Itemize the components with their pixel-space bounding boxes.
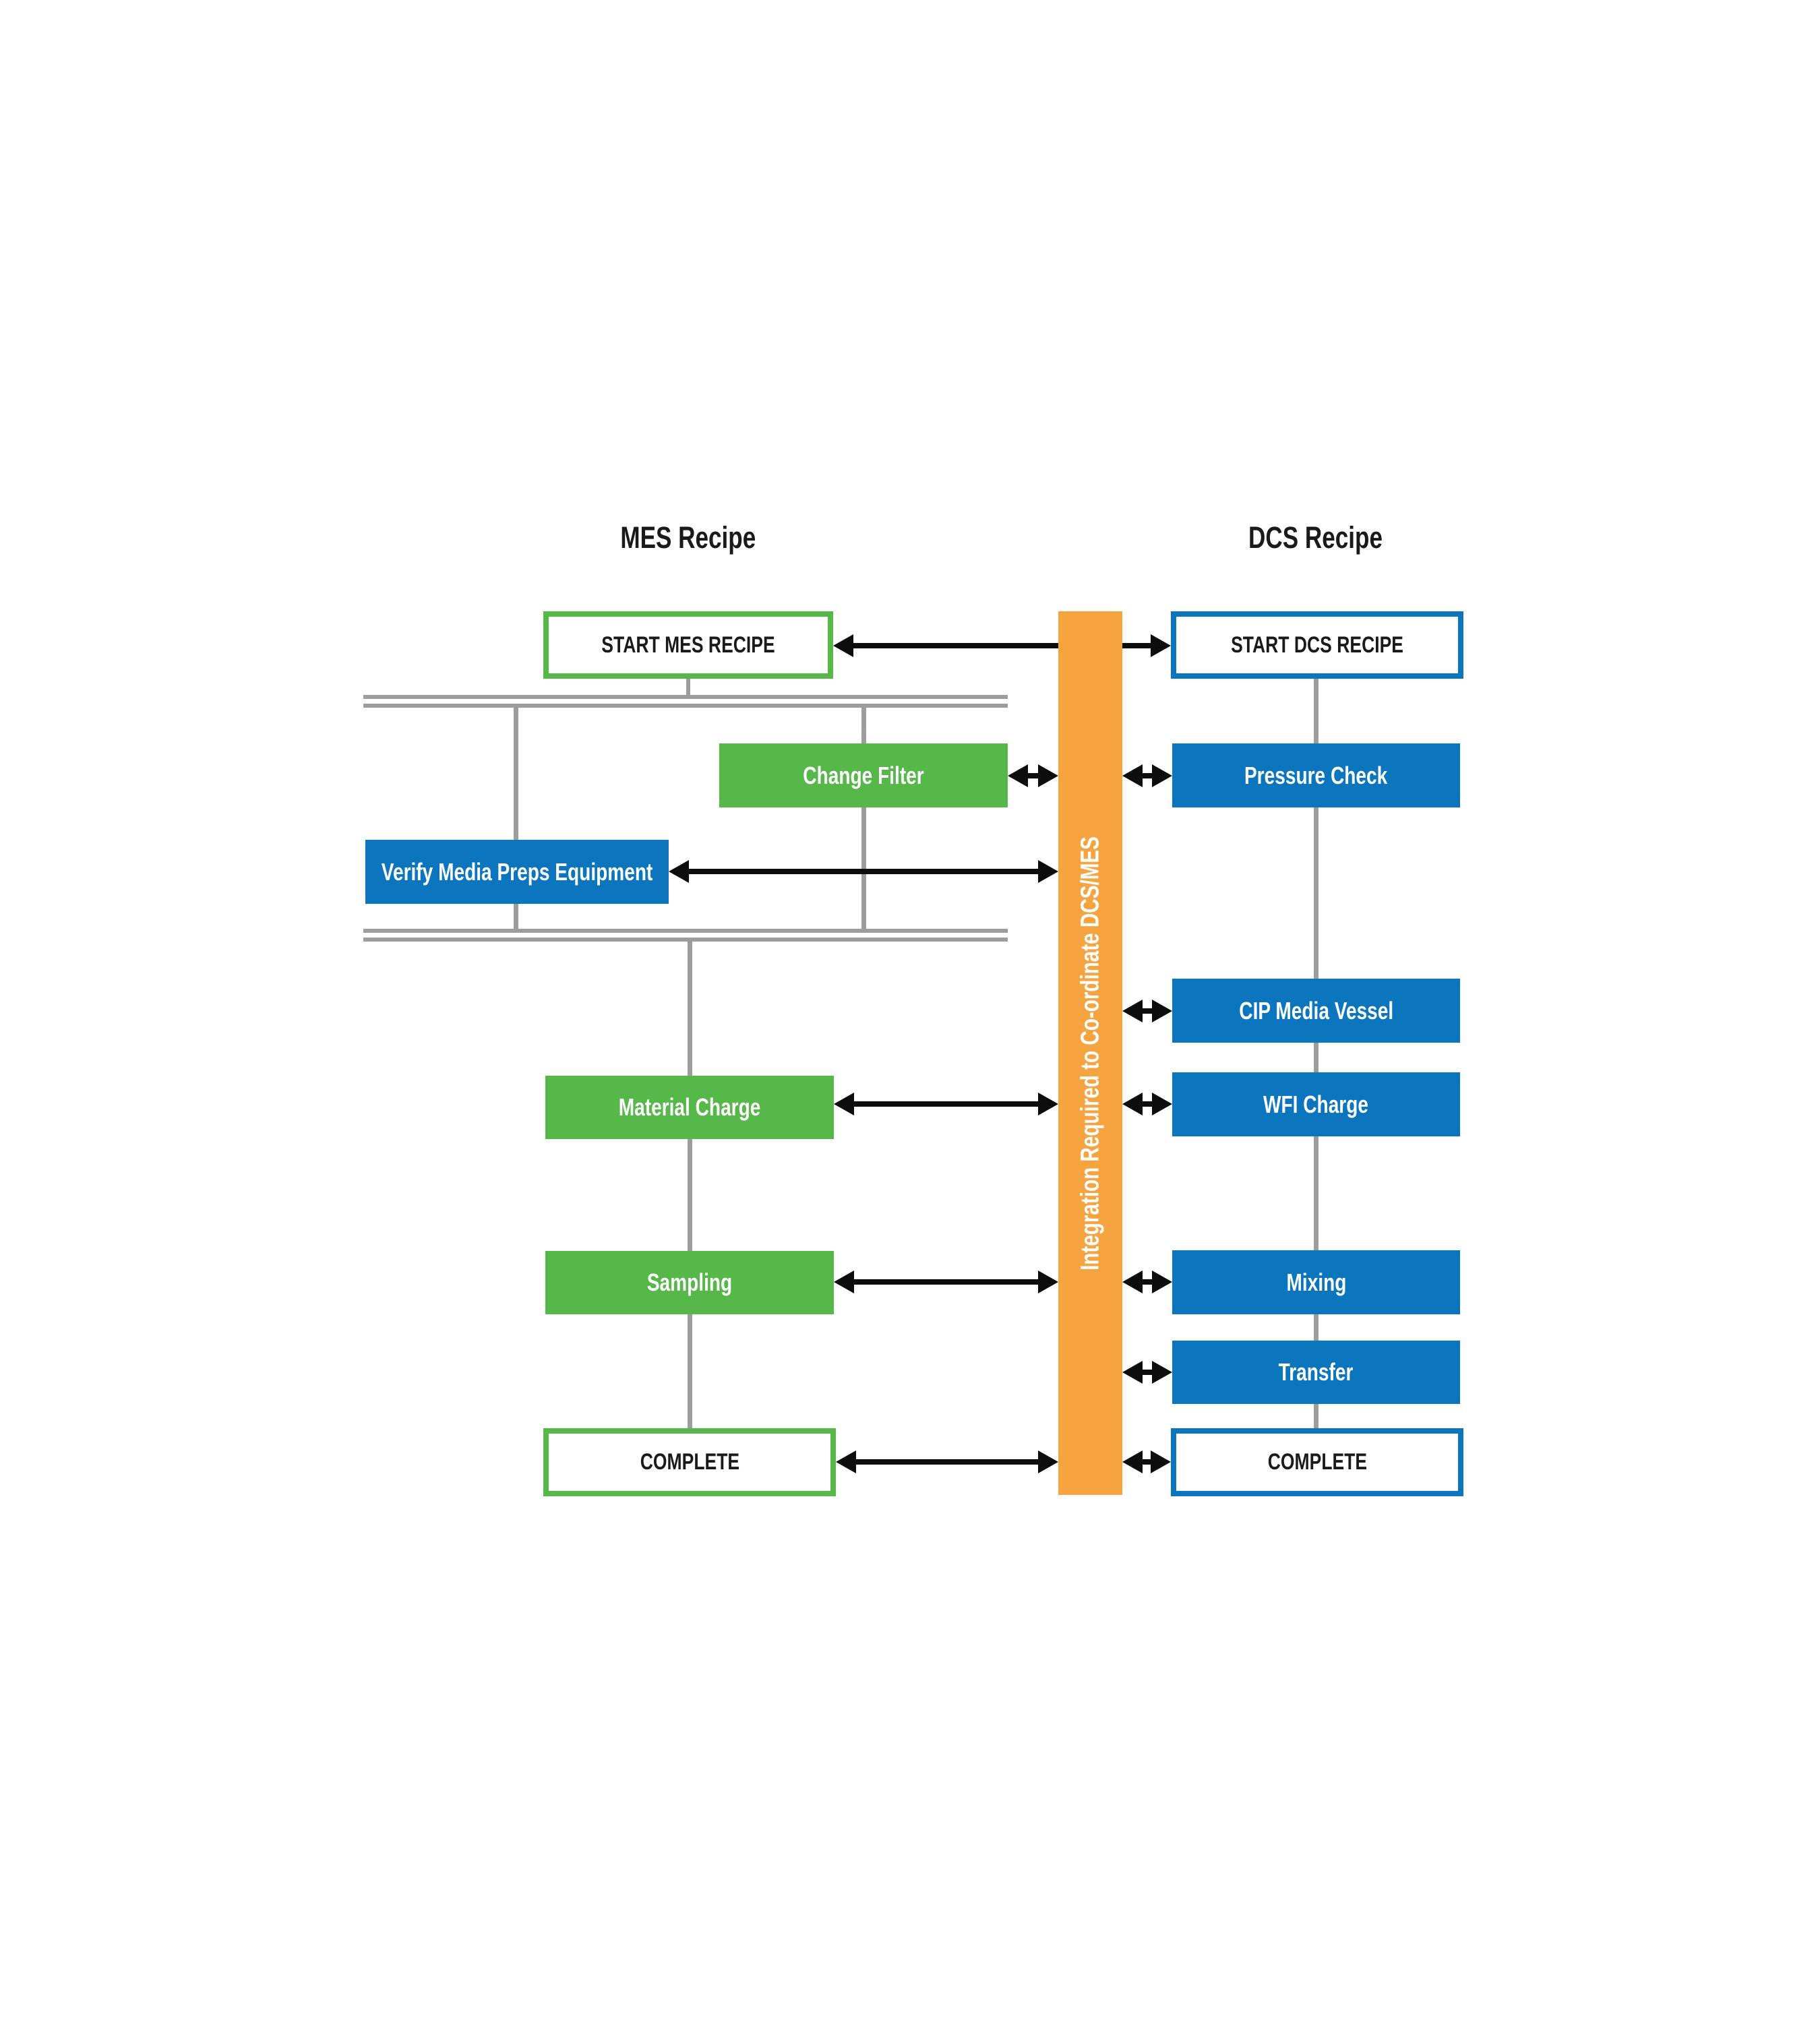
arrow-wfi-charge (1122, 1091, 1172, 1117)
arrow-head-right (1151, 1450, 1171, 1473)
arrow-head-right (1152, 1361, 1172, 1384)
arrow-head-left (1122, 1093, 1143, 1115)
arrow-shaft (689, 869, 1038, 874)
node-mixing-label: Mixing (1286, 1268, 1346, 1296)
node-verify-media-preps-equipment: Verify Media Preps Equipment (365, 840, 669, 904)
arrow-head-left (1122, 1270, 1143, 1293)
node-start-dcs-recipe: START DCS RECIPE (1171, 611, 1463, 679)
node-transfer: Transfer (1172, 1341, 1460, 1404)
arrow-complete-mes (836, 1448, 1058, 1475)
node-start-mes-recipe: START MES RECIPE (543, 611, 833, 679)
arrow-shaft (1143, 1279, 1152, 1285)
fork-bar-bottom-line (363, 704, 1008, 708)
arrow-material-charge (834, 1091, 1058, 1117)
arrow-head-left (1008, 764, 1028, 787)
node-start-mes-recipe-label: START MES RECIPE (601, 632, 775, 658)
arrow-shaft (853, 643, 1151, 648)
mes-recipe-title-text: MES Recipe (620, 520, 756, 555)
left-branch-line (514, 708, 518, 930)
arrow-sampling (834, 1268, 1058, 1295)
dcs-main-line (1314, 677, 1318, 1428)
node-complete-mes: COMPLETE (543, 1428, 836, 1496)
arrow-head-right (1152, 1093, 1172, 1115)
arrow-head-right (1152, 1000, 1172, 1022)
node-complete-dcs: COMPLETE (1171, 1428, 1463, 1496)
node-complete-mes-label: COMPLETE (640, 1449, 739, 1475)
node-cip-media-vessel-label: CIP Media Vessel (1239, 996, 1393, 1024)
arrow-head-right (1038, 1270, 1058, 1293)
node-complete-dcs-label: COMPLETE (1267, 1449, 1367, 1475)
arrow-pressure-check (1122, 762, 1172, 789)
node-change-filter: Change Filter (719, 743, 1008, 807)
arrow-transfer (1122, 1359, 1172, 1386)
node-pressure-check-label: Pressure Check (1244, 761, 1388, 789)
arrow-shaft (854, 1279, 1038, 1285)
arrow-head-left (1122, 1450, 1143, 1473)
arrow-shaft (854, 1101, 1038, 1107)
node-change-filter-label: Change Filter (803, 761, 924, 789)
arrow-head-left (1122, 764, 1143, 787)
arrow-head-right (1038, 1450, 1058, 1473)
right-branch-line (861, 708, 866, 930)
arrow-head-right (1151, 634, 1171, 657)
arrow-shaft (1028, 773, 1038, 778)
node-wfi-charge-label: WFI Charge (1263, 1090, 1369, 1118)
mes-recipe-title: MES Recipe (553, 520, 823, 555)
node-start-dcs-recipe-label: START DCS RECIPE (1231, 632, 1403, 658)
arrow-head-left (834, 1270, 854, 1293)
arrow-head-right (1152, 1270, 1172, 1293)
arrow-head-left (669, 860, 689, 883)
node-wfi-charge: WFI Charge (1172, 1072, 1460, 1136)
node-pressure-check: Pressure Check (1172, 743, 1460, 807)
join-bar-bottom-line (363, 938, 1008, 942)
mes-main-line (688, 942, 692, 1428)
dcs-recipe-title: DCS Recipe (1181, 520, 1451, 555)
arrow-head-left (1122, 1361, 1143, 1384)
arrow-head-left (833, 634, 853, 657)
node-cip-media-vessel: CIP Media Vessel (1172, 979, 1460, 1043)
arrow-start-recipes (833, 632, 1171, 659)
join-bar-top-line (363, 929, 1008, 933)
arrow-shaft (1143, 1459, 1151, 1465)
arrow-head-right (1038, 1093, 1058, 1115)
arrow-complete-dcs (1122, 1448, 1171, 1475)
arrow-verify-equipment (669, 858, 1058, 885)
node-material-charge-label: Material Charge (618, 1093, 761, 1121)
node-material-charge: Material Charge (545, 1076, 834, 1139)
node-sampling: Sampling (545, 1251, 834, 1314)
integration-bar-label: Integration Required to Co-ordinate DCS/… (1076, 836, 1104, 1270)
node-verify-media-preps-equipment-label: Verify Media Preps Equipment (381, 857, 653, 886)
arrow-head-left (1122, 1000, 1143, 1022)
arrow-cip-media-vessel (1122, 998, 1172, 1024)
integration-bar: Integration Required to Co-ordinate DCS/… (1058, 611, 1122, 1495)
arrow-mixing (1122, 1268, 1172, 1295)
arrow-shaft (1143, 1370, 1152, 1375)
arrow-shaft (1143, 773, 1152, 778)
arrow-shaft (1143, 1008, 1152, 1014)
arrow-head-left (836, 1450, 856, 1473)
node-mixing: Mixing (1172, 1250, 1460, 1314)
arrow-head-left (834, 1093, 854, 1115)
arrow-shaft (856, 1459, 1038, 1465)
mes-start-stem-line (686, 677, 690, 698)
arrow-shaft (1143, 1101, 1152, 1107)
fork-bar-top-line (363, 695, 1008, 699)
node-transfer-label: Transfer (1279, 1358, 1354, 1386)
arrow-head-right (1038, 860, 1058, 883)
dcs-recipe-title-text: DCS Recipe (1248, 520, 1383, 555)
arrow-head-right (1152, 764, 1172, 787)
arrow-change-filter (1008, 762, 1058, 789)
node-sampling-label: Sampling (646, 1268, 733, 1296)
arrow-head-right (1038, 764, 1058, 787)
